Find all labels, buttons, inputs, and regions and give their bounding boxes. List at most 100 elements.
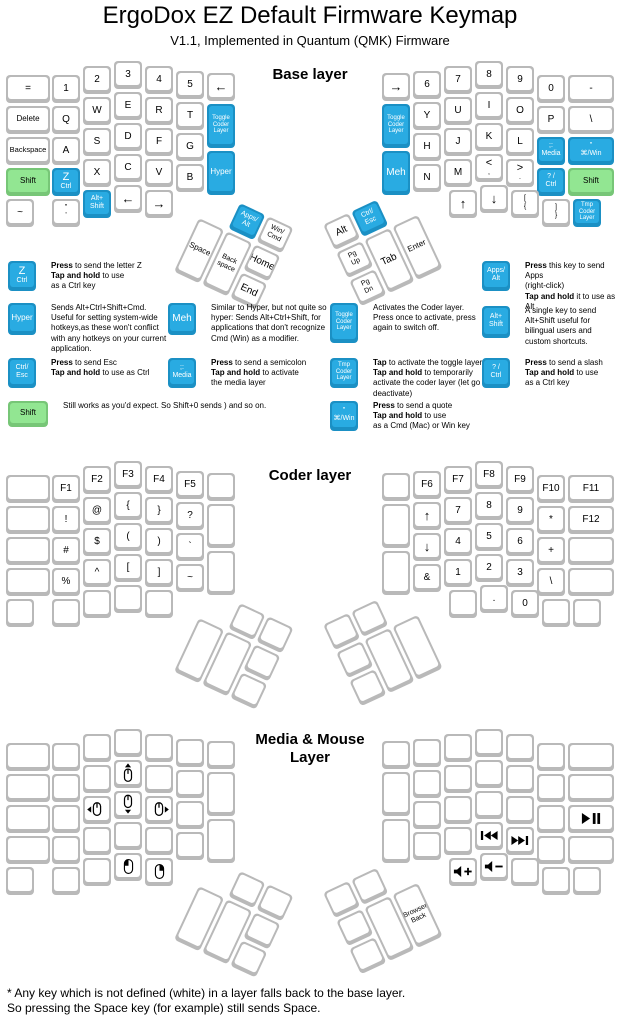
key-blank: &	[413, 564, 441, 592]
key-blank	[444, 827, 472, 855]
key-blank: ~	[6, 199, 34, 227]
key-f8: F8	[475, 461, 503, 489]
key-blank	[537, 805, 565, 833]
key-blank	[568, 537, 614, 565]
key-blank	[542, 599, 570, 627]
key-3: 3	[506, 559, 534, 587]
key-blank	[52, 743, 80, 771]
key-blank	[382, 473, 410, 501]
coder-right-thumb-cluster	[314, 586, 450, 722]
key-alt-shift: Alt+Shift	[482, 306, 510, 338]
key-blank	[511, 858, 539, 886]
key-6: 6	[413, 71, 441, 99]
arrow-up-icon: ↑	[423, 507, 431, 523]
key-blank	[145, 734, 173, 762]
key-mouse-up	[114, 760, 142, 788]
key-f4: F4	[145, 466, 173, 494]
key-j: J	[444, 128, 472, 156]
key-delete: Delete	[6, 106, 50, 134]
key-blank	[6, 774, 50, 802]
key-blank: $	[83, 528, 111, 556]
key-w: W	[83, 97, 111, 125]
key-7: 7	[444, 66, 472, 94]
key-blank: ?	[176, 502, 204, 530]
key-blank: ~	[176, 564, 204, 592]
key-win: "⌘/Win	[568, 137, 614, 165]
key-blank	[444, 796, 472, 824]
coder-left-thumb-cluster	[169, 590, 305, 726]
key-i: I	[475, 92, 503, 120]
key-5: 5	[475, 523, 503, 551]
key-blank	[83, 734, 111, 762]
key-blank	[176, 801, 204, 829]
key-l: L	[506, 128, 534, 156]
key-blank	[52, 867, 80, 895]
key-hyper: Hyper	[207, 151, 235, 195]
key-blank: =	[6, 75, 50, 103]
key-blank: *	[537, 506, 565, 534]
key-o: O	[506, 97, 534, 125]
arrow-right-icon: →	[389, 78, 403, 94]
key-blank	[444, 765, 472, 793]
arrow-down-icon: ↓	[490, 190, 498, 206]
key-blank	[114, 585, 142, 613]
key-f11: F11	[568, 475, 614, 503]
key-blank	[444, 734, 472, 762]
key-shift: Shift	[568, 168, 614, 196]
key-f12: F12	[568, 506, 614, 534]
key-blank: .	[480, 585, 508, 613]
mouse-right-icon	[149, 801, 169, 818]
media-left-thumb-cluster	[169, 858, 305, 994]
key-blank: ]}	[542, 199, 570, 227]
mouse-up-icon	[121, 763, 135, 783]
key-0: 0	[511, 590, 539, 618]
key-4: 4	[444, 528, 472, 556]
key-blank	[207, 741, 235, 769]
section-title-base-layer: Base layer	[272, 66, 348, 83]
key-blank	[52, 599, 80, 627]
key-blank	[176, 770, 204, 798]
key-meh: Meh	[382, 151, 410, 195]
key-a: A	[52, 137, 80, 165]
key-next-track	[506, 827, 534, 855]
key-blank	[207, 819, 235, 863]
key-blank	[52, 805, 80, 833]
legend-key-slot: Apps/Alt	[482, 261, 516, 305]
volume-up-icon	[453, 865, 473, 878]
key-blank	[382, 551, 410, 595]
footnote-line-1: * Any key which is not defined (white) i…	[7, 986, 406, 1000]
key-blank	[6, 599, 34, 627]
legend-text: Similar to Hyper, but not quite so hyper…	[211, 303, 327, 343]
key-c: C	[114, 154, 142, 182]
key-blank	[506, 734, 534, 762]
key-f1: F1	[52, 475, 80, 503]
key-blank	[475, 729, 503, 757]
legend-text: Press this key to send Apps(right-click)…	[525, 261, 616, 311]
key-blank	[6, 475, 50, 503]
key-8: 8	[475, 61, 503, 89]
key-f6: F6	[413, 471, 441, 499]
key-e: E	[114, 92, 142, 120]
key-blank	[382, 741, 410, 769]
key-q: Q	[52, 106, 80, 134]
key-mouse-left	[83, 796, 111, 824]
legend-text: Activates the Coder layer. Press once to…	[373, 303, 476, 333]
key-blank: +	[537, 537, 565, 565]
key-blank	[114, 822, 142, 850]
key-8: 8	[475, 492, 503, 520]
legend-key-slot: Hyper	[8, 303, 42, 347]
key-f2: F2	[83, 466, 111, 494]
key-u: U	[444, 97, 472, 125]
key-backspace: Backspace	[6, 137, 50, 165]
key-blank	[568, 743, 614, 771]
key-blank	[207, 504, 235, 548]
